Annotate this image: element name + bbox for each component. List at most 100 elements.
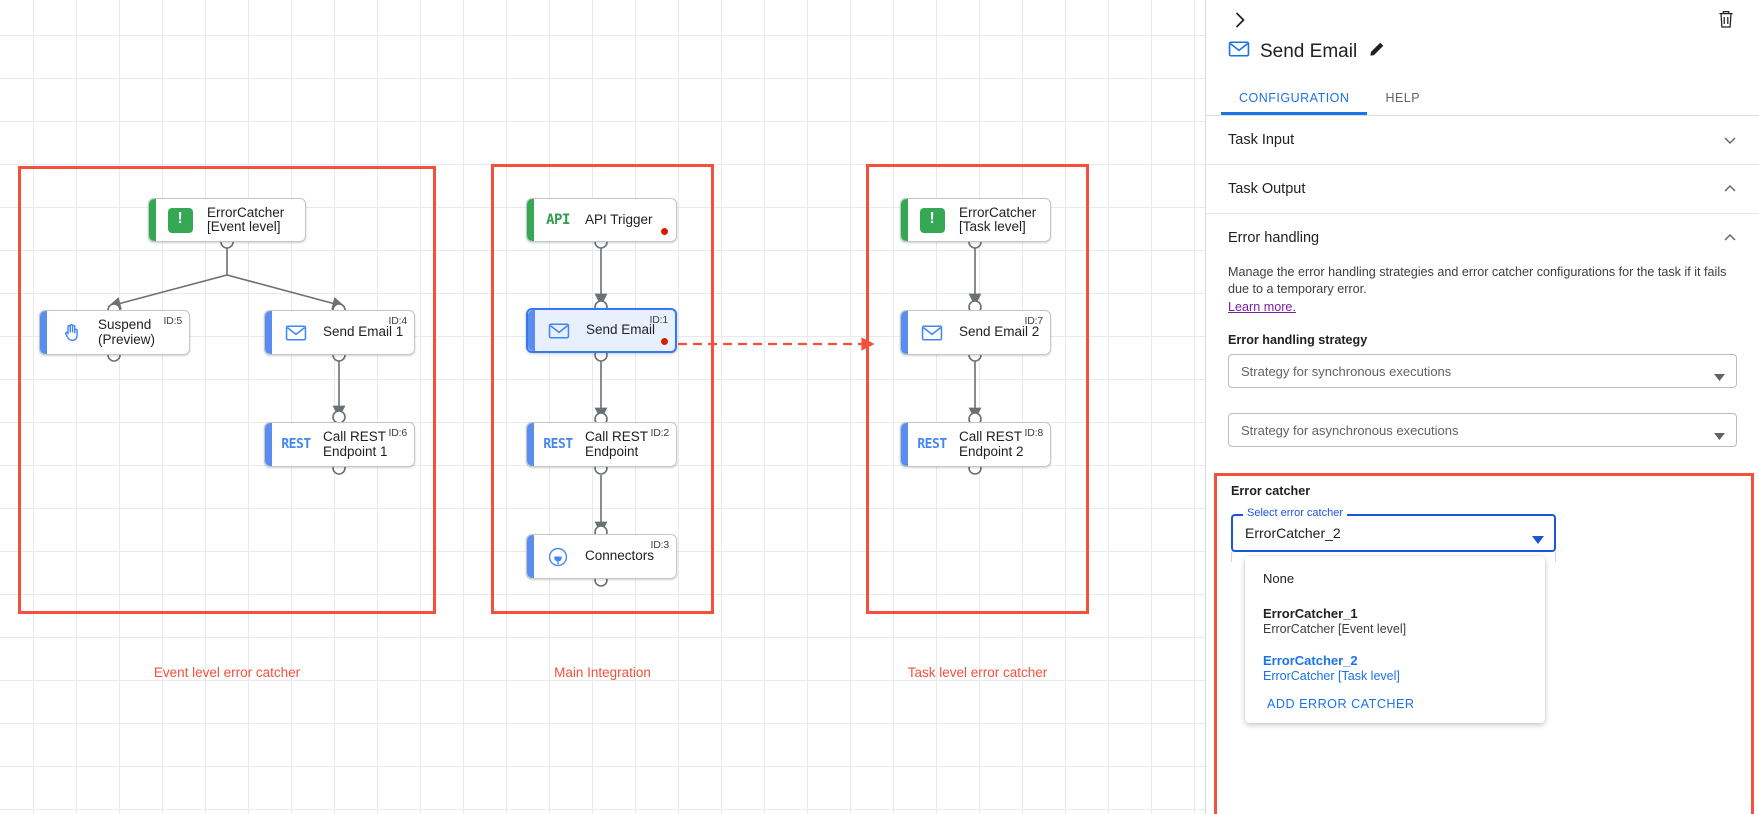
node-error-catcher-event-level[interactable]: ! ErrorCatcher [Event level]	[148, 198, 306, 242]
node-error-dot	[661, 338, 668, 345]
panel-tabs: CONFIGURATION HELP	[1206, 80, 1759, 116]
async-strategy-select[interactable]: Strategy for asynchronous executions	[1228, 413, 1737, 447]
option-secondary-label: ErrorCatcher [Event level]	[1263, 622, 1407, 636]
section-title: Task Output	[1228, 181, 1306, 197]
node-error-catcher-task-level[interactable]: ! ErrorCatcher [Task level]	[900, 198, 1051, 242]
group-label-event-level: Event level error catcher	[153, 665, 301, 680]
option-primary-label: ErrorCatcher_2	[1263, 653, 1358, 668]
email-icon	[915, 324, 949, 342]
node-title: Call REST Endpoint 1	[323, 429, 388, 459]
chevron-up-icon	[1723, 182, 1737, 196]
node-api-trigger[interactable]: API API Trigger	[526, 198, 677, 242]
error-handling-body: Manage the error handling strategies and…	[1206, 264, 1759, 447]
node-accent-stripe	[527, 535, 534, 578]
node-connectors[interactable]: Connectors ID:3	[526, 534, 677, 579]
group-box-main-integration	[491, 164, 714, 614]
chevron-down-icon	[1714, 428, 1725, 443]
node-call-rest-endpoint-2[interactable]: REST Call REST Endpoint 2 ID:8	[900, 422, 1051, 467]
rest-icon: REST	[281, 437, 311, 452]
api-icon: API	[546, 212, 570, 228]
node-accent-stripe	[265, 423, 272, 466]
email-icon	[279, 324, 313, 342]
node-accent-stripe	[527, 199, 534, 241]
page-title: Send Email	[1260, 40, 1358, 62]
group-box-event-level	[18, 166, 436, 614]
select-error-catcher-value: ErrorCatcher_2	[1245, 525, 1341, 541]
suspend-hand-icon	[54, 322, 88, 343]
node-accent-stripe	[527, 423, 534, 466]
email-icon	[1228, 40, 1250, 63]
node-id-tag: ID:5	[163, 315, 183, 327]
node-title: ErrorCatcher [Task level]	[959, 204, 1037, 234]
section-title: Task Input	[1228, 132, 1295, 148]
rest-icon: REST	[543, 437, 573, 452]
rest-icon: REST	[917, 437, 947, 452]
chevron-up-icon	[1723, 231, 1737, 245]
node-title: Send Email 1	[323, 324, 404, 340]
node-title: Connectors	[585, 548, 655, 564]
chevron-right-icon[interactable]	[1228, 8, 1252, 32]
error-handling-description: Manage the error handling strategies and…	[1228, 265, 1727, 296]
node-send-email[interactable]: Send Email ID:1	[526, 308, 677, 353]
error-handling-strategy-label: Error handling strategy	[1228, 333, 1368, 347]
chevron-down-icon	[1723, 133, 1737, 147]
edit-pencil-icon[interactable]	[1369, 41, 1385, 62]
select-error-catcher-legend: Select error catcher	[1243, 507, 1347, 519]
node-title: Suspend (Preview)	[98, 317, 156, 347]
node-id-tag: ID:7	[1024, 315, 1044, 327]
learn-more-link[interactable]: Learn more.	[1228, 300, 1296, 314]
option-primary-label: ErrorCatcher_1	[1263, 606, 1358, 621]
chevron-down-icon	[1714, 369, 1725, 384]
section-title: Error handling	[1228, 230, 1320, 246]
group-box-task-level	[866, 164, 1089, 614]
node-id-tag: ID:4	[388, 315, 408, 327]
node-accent-stripe	[40, 311, 47, 354]
panel-title-row: Send Email	[1228, 40, 1385, 63]
node-call-rest-endpoint-1[interactable]: REST Call REST Endpoint 1 ID:6	[264, 422, 415, 467]
node-accent-stripe	[901, 423, 908, 466]
tab-configuration[interactable]: CONFIGURATION	[1221, 80, 1367, 115]
node-accent-stripe	[528, 310, 535, 351]
node-call-rest-endpoint[interactable]: REST Call REST Endpoint ID:2	[526, 422, 677, 467]
node-id-tag: ID:6	[388, 427, 408, 439]
error-catcher-icon: !	[915, 207, 949, 233]
section-error-handling[interactable]: Error handling	[1206, 214, 1759, 262]
connectors-icon	[541, 546, 575, 568]
dropdown-option-none[interactable]: None	[1245, 567, 1545, 590]
delete-icon[interactable]	[1715, 8, 1737, 30]
node-title: Call REST Endpoint	[585, 429, 649, 459]
node-id-tag: ID:8	[1024, 427, 1044, 439]
node-id-tag: ID:2	[650, 427, 670, 439]
option-primary-label: None	[1263, 571, 1295, 586]
add-error-catcher-button[interactable]: ADD ERROR CATCHER	[1267, 697, 1415, 711]
section-task-input[interactable]: Task Input	[1206, 116, 1759, 165]
dropdown-option-errorcatcher-2[interactable]: ErrorCatcher_2 ErrorCatcher [Task level]	[1245, 649, 1545, 687]
option-secondary-label: ErrorCatcher [Task level]	[1263, 669, 1400, 683]
node-send-email-1[interactable]: Send Email 1 ID:4	[264, 310, 415, 355]
panel-header: Send Email	[1206, 0, 1759, 80]
node-title: Send Email	[586, 322, 656, 338]
node-send-email-2[interactable]: Send Email 2 ID:7	[900, 310, 1051, 355]
email-icon	[542, 322, 576, 340]
node-title: API Trigger	[585, 211, 653, 227]
node-title: Send Email 2	[959, 324, 1040, 340]
node-accent-stripe	[149, 199, 156, 241]
error-catcher-icon: !	[163, 207, 197, 233]
node-accent-stripe	[265, 311, 272, 354]
dropdown-option-errorcatcher-1[interactable]: ErrorCatcher_1 ErrorCatcher [Event level…	[1245, 602, 1545, 640]
error-catcher-dropdown-menu[interactable]: None ErrorCatcher_1 ErrorCatcher [Event …	[1245, 556, 1545, 723]
node-accent-stripe	[901, 199, 908, 241]
section-task-output[interactable]: Task Output	[1206, 165, 1759, 214]
async-strategy-value: Strategy for asynchronous executions	[1241, 422, 1459, 438]
node-error-dot	[661, 228, 668, 235]
sync-strategy-value: Strategy for synchronous executions	[1241, 363, 1452, 379]
group-label-main-integration: Main Integration	[554, 665, 651, 680]
workflow-canvas[interactable]: Event level error catcher Main Integrati…	[0, 0, 1205, 814]
error-catcher-heading: Error catcher	[1231, 484, 1311, 498]
sync-strategy-select[interactable]: Strategy for synchronous executions	[1228, 354, 1737, 388]
chevron-down-icon	[1532, 531, 1544, 549]
node-suspend-preview[interactable]: Suspend (Preview) ID:5	[39, 310, 190, 355]
select-error-catcher-field[interactable]: Select error catcher ErrorCatcher_2	[1231, 507, 1556, 552]
node-title: ErrorCatcher [Event level]	[207, 204, 285, 234]
tab-help[interactable]: HELP	[1385, 90, 1421, 105]
